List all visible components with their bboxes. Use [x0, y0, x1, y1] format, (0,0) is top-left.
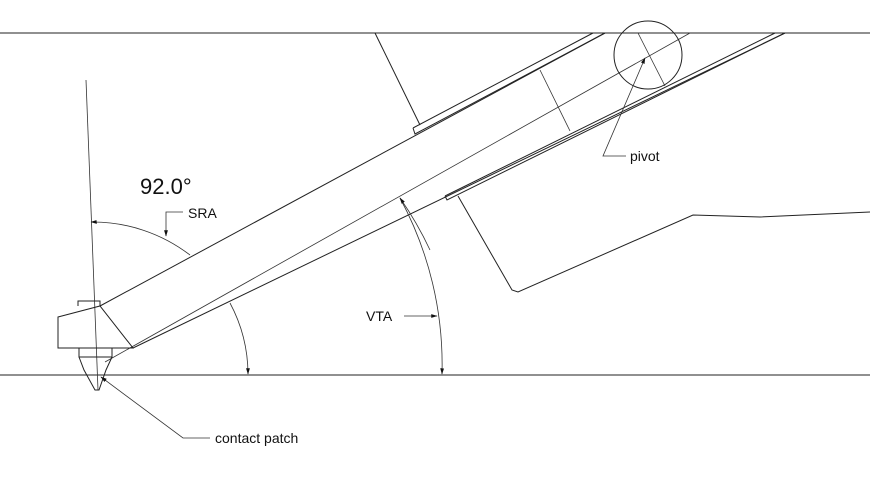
- sra-angle-value: 92.0°: [140, 174, 192, 199]
- pivot-leader: [602, 57, 646, 157]
- sra-angle-arc: [90, 220, 191, 256]
- contact-patch-label: contact patch: [215, 430, 298, 446]
- vta-outer-arc: [399, 197, 445, 375]
- vta-outer-arc-arrow: [399, 197, 431, 251]
- vta-inner-arc: [229, 302, 250, 375]
- cartridge: [57, 300, 135, 391]
- sra-leader: [164, 211, 183, 237]
- pivot-bearing: [613, 20, 683, 90]
- sra-label: SRA: [188, 205, 217, 221]
- contact-patch-leader: [100, 376, 210, 439]
- vertical-reference-line: [85, 79, 99, 391]
- pivot-label: pivot: [630, 148, 660, 164]
- tonearm-base: [374, 32, 870, 293]
- tonearm-tube: [99, 32, 786, 363]
- vta-label: VTA: [366, 308, 393, 324]
